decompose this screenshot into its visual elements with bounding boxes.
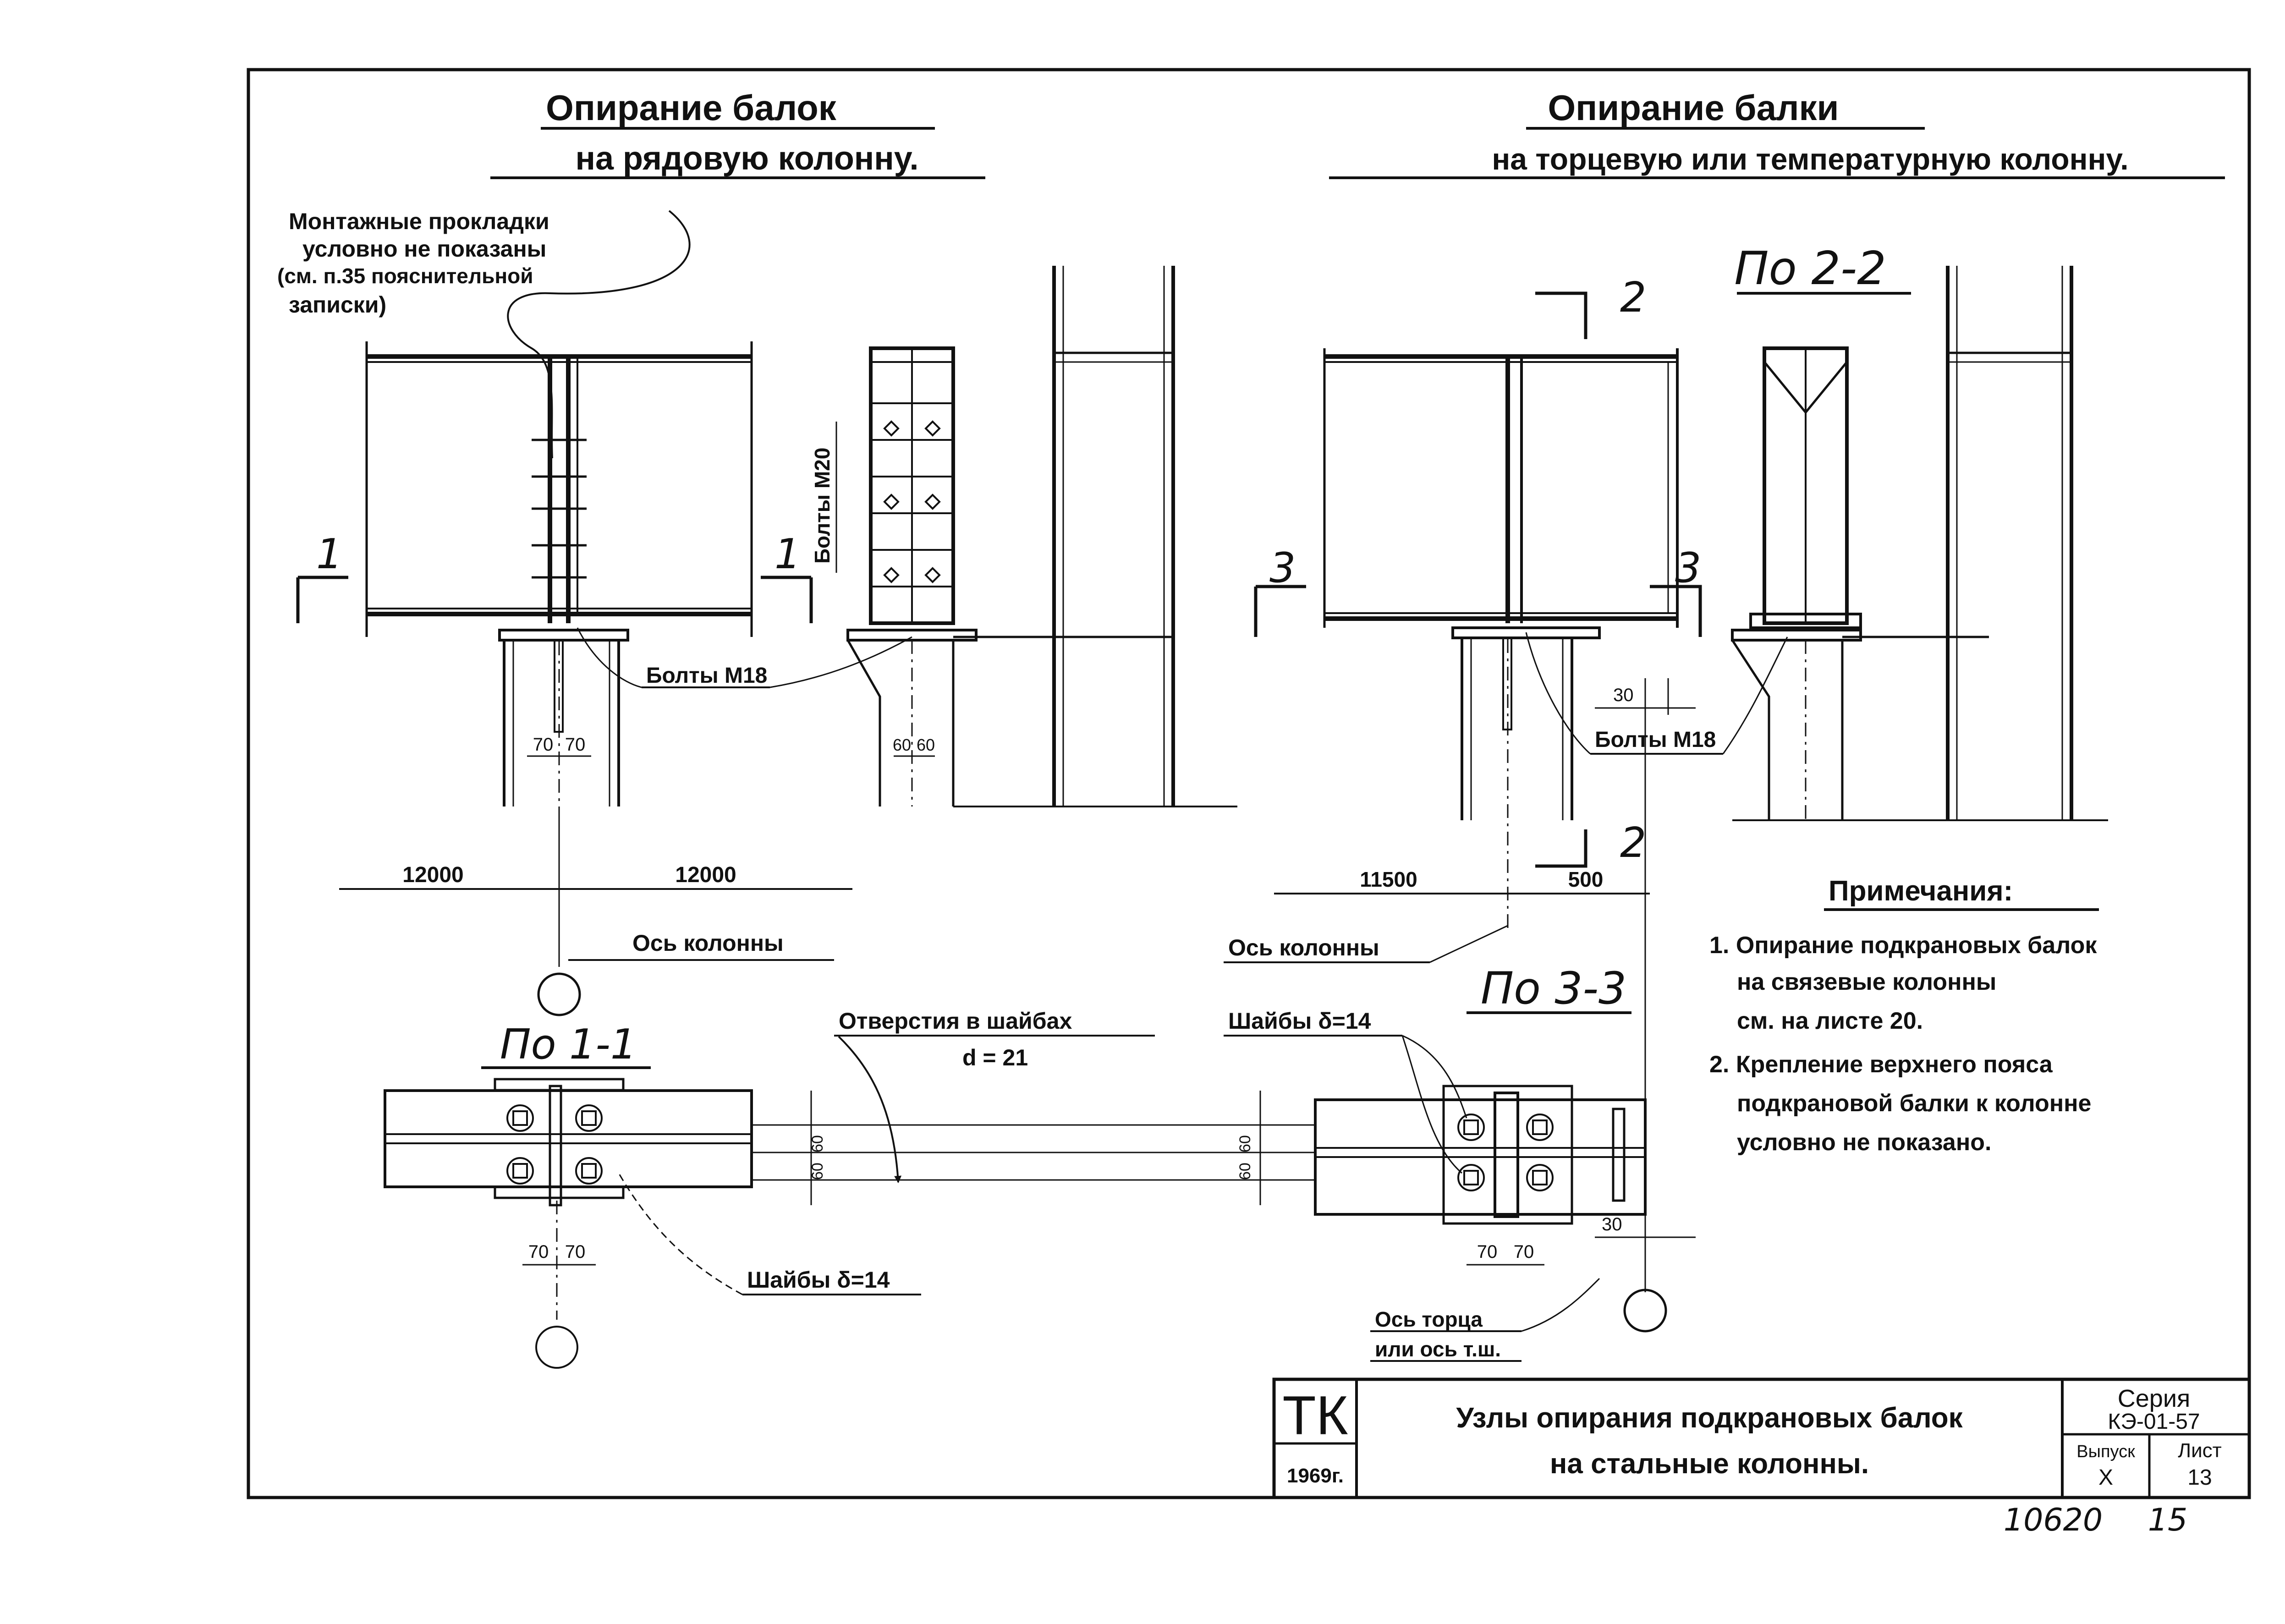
dim-70-plan-right-b: 70 xyxy=(1514,1242,1534,1262)
column-axis-right-label: Ось колонны xyxy=(1228,935,1379,960)
dim-60-mid-left-a: 60 xyxy=(809,1163,826,1180)
cut-mark-1-left-label: 1 xyxy=(316,530,342,578)
left-span-dimensions: 12000 12000 Ось колонны xyxy=(339,807,852,1016)
footer-inventory-number: 10620 xyxy=(2004,1502,2103,1538)
title-block-series-label: Серия xyxy=(2118,1385,2190,1412)
note2-line3: условно не показано. xyxy=(1737,1129,1991,1156)
note2-line1: 2. Крепление верхнего пояса xyxy=(1709,1051,2053,1078)
view-2-2: По 2-2 xyxy=(1731,241,2108,821)
cut-mark-2: 2 2 xyxy=(1535,274,1646,868)
dim-70-left-elev-b: 70 xyxy=(565,735,586,755)
end-axis-line1: Ось торца xyxy=(1375,1307,1483,1331)
view-2-2-label: По 2-2 xyxy=(1734,241,1886,295)
title-block-year: 1969г. xyxy=(1287,1465,1344,1487)
dim-60-left-side-a: 60 xyxy=(893,735,911,754)
cut-mark-2-bottom-label: 2 xyxy=(1620,819,1646,867)
dim-30-elev: 30 xyxy=(1613,685,1634,705)
note1-line3: см. на листе 20. xyxy=(1737,1008,1923,1034)
cut-mark-3-left-label: 3 xyxy=(1269,544,1296,592)
notes: Примечания: 1. Опирание подкрановых бало… xyxy=(1709,875,2099,1156)
end-axis-line2: или ось т.ш. xyxy=(1375,1337,1501,1361)
title-block-sheet-value: 13 xyxy=(2187,1465,2212,1490)
dim-60-mid-left-b: 60 xyxy=(809,1135,826,1152)
right-title-line1: Опирание балки xyxy=(1548,88,1839,128)
cut-mark-1: 1 1 xyxy=(296,530,813,623)
montage-note-line3: (см. п.35 пояснительной xyxy=(277,264,533,288)
dim-70-plan-a: 70 xyxy=(528,1242,549,1262)
montage-note-line4: записки) xyxy=(289,292,386,318)
washers-right-label: Шайбы δ=14 xyxy=(1228,1008,1371,1034)
axis-bubble-bottom-left xyxy=(535,1326,578,1369)
footer-page-number: 15 xyxy=(2148,1502,2188,1538)
view-1-1-label: По 1-1 xyxy=(500,1020,637,1069)
dim-70-plan-b: 70 xyxy=(565,1242,586,1262)
right-span-dimensions: 11500 500 Ось колонны xyxy=(1224,715,1650,1292)
note2-line2: подкрановой балки к колонне xyxy=(1737,1090,2091,1117)
view-3-3: По 3-3 70 70 30 Шайбы δ=14 Ось торца или… xyxy=(1224,963,1696,1362)
bolts-m18-right-label: Болты М18 xyxy=(1595,728,1716,752)
dim-60-mid-right-a: 60 xyxy=(1236,1163,1254,1180)
title-block-title-line1: Узлы опирания подкрановых балок xyxy=(1456,1402,1963,1434)
left-section-title: Опирание балок на рядовую колонну. xyxy=(490,88,985,179)
title-block-issue-label: Выпуск xyxy=(2076,1442,2135,1461)
span-left-b: 12000 xyxy=(675,863,736,887)
view-1-1: По 1-1 70 70 Шайбы δ=14 xyxy=(384,1020,921,1369)
right-title-line2: на торцевую или температурную колонну. xyxy=(1492,142,2128,176)
right-elevation: 30 xyxy=(1323,348,1696,930)
title-block-series-value: КЭ-01-57 xyxy=(2108,1410,2200,1434)
left-title-line2: на рядовую колонну. xyxy=(575,140,918,177)
montage-note-line2: условно не показаны xyxy=(302,236,546,262)
axis-bubble-left xyxy=(537,972,581,1016)
bolts-m18-left-label: Болты М18 xyxy=(646,664,767,688)
note1-line2: на связевые колонны xyxy=(1737,969,1996,995)
washer-holes-line1: Отверстия в шайбах xyxy=(839,1008,1072,1034)
title-block: ТК 1969г. Узлы опирания подкрановых бало… xyxy=(1272,1377,2251,1499)
dim-70-plan-right-a: 70 xyxy=(1477,1242,1498,1262)
title-block-sheet-label: Лист xyxy=(2178,1439,2222,1462)
washers-left-label: Шайбы δ=14 xyxy=(747,1267,890,1293)
title-block-issue-value: X xyxy=(2098,1465,2113,1490)
title-block-org: ТК xyxy=(1282,1385,1348,1446)
stiffener-bolts xyxy=(532,439,587,579)
view-3-3-label: По 3-3 xyxy=(1481,963,1626,1014)
dim-60-mid-right-b: 60 xyxy=(1236,1135,1254,1152)
sheet-frame xyxy=(247,68,2251,1499)
span-right-a: 11500 xyxy=(1360,867,1417,891)
left-column-side-view: 60 60 Болты М20 xyxy=(810,266,1237,807)
montage-note: Монтажные прокладки условно не показаны … xyxy=(277,208,691,459)
washer-holes-line2: d = 21 xyxy=(962,1045,1028,1070)
span-left-a: 12000 xyxy=(402,863,463,887)
left-title-line1: Опирание балок xyxy=(546,88,837,128)
dim-60-left-side-b: 60 xyxy=(917,735,935,754)
column-axis-left-label: Ось колонны xyxy=(632,930,784,956)
cut-mark-3: 3 3 xyxy=(1254,544,1702,637)
dim-70-left-elev-a: 70 xyxy=(533,735,554,755)
notes-heading: Примечания: xyxy=(1829,875,2013,907)
cut-mark-3-right-label: 3 xyxy=(1675,544,1701,592)
bolts-m20-label: Болты М20 xyxy=(810,448,834,564)
note1-line1: 1. Опирание подкрановых балок xyxy=(1709,932,2097,959)
cut-mark-1-right-label: 1 xyxy=(774,530,801,578)
cut-mark-2-top-label: 2 xyxy=(1620,274,1646,322)
dim-30-plan: 30 xyxy=(1602,1214,1622,1234)
axis-bubble-right xyxy=(1623,1289,1667,1333)
montage-note-line1: Монтажные прокладки xyxy=(289,208,549,234)
span-right-b: 500 xyxy=(1568,867,1604,891)
right-section-title: Опирание балки на торцевую или температу… xyxy=(1329,88,2225,179)
plan-centerlines xyxy=(752,1091,1315,1205)
washer-holes-callout: Отверстия в шайбах d = 21 xyxy=(834,1008,1155,1183)
title-block-title-line2: на стальные колонны. xyxy=(1550,1448,1869,1480)
